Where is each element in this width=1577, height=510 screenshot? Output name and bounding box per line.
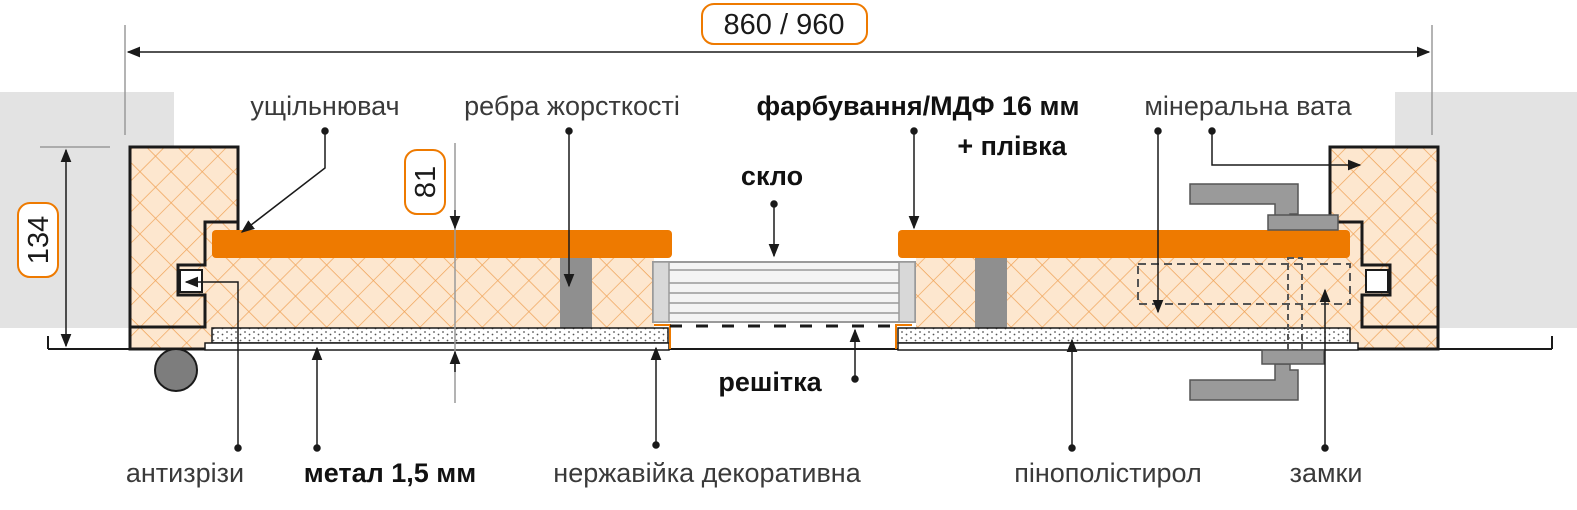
frame-depth-badge	[17, 202, 59, 278]
frame-depth-value: 134	[23, 216, 55, 264]
door-leaf-right	[895, 230, 1359, 351]
label-finish-line2: + плівка	[957, 131, 1067, 161]
label-grille: решітка	[718, 367, 822, 397]
hinge-icon	[154, 348, 198, 392]
label-finish-line1: фарбування/МДФ 16 мм	[757, 91, 1080, 121]
label-foam: пінополістирол	[1014, 458, 1201, 488]
label-mineral-wool: мінеральна вата	[1144, 91, 1352, 121]
label-glass: скло	[741, 161, 803, 191]
label-seal: ущільнювач	[250, 91, 399, 121]
label-ribs: ребра жорсткості	[464, 91, 680, 121]
label-metal: метал 1,5 мм	[304, 458, 477, 488]
door-leaf-left	[204, 230, 672, 351]
label-locks: замки	[1290, 458, 1363, 488]
frame-depth-dimension: 134	[17, 146, 110, 348]
leaf-depth-badge	[404, 149, 446, 215]
leaf-depth-value: 81	[410, 166, 442, 198]
glass-unit	[652, 261, 916, 328]
label-anti-cut: антизрізи	[126, 458, 244, 488]
width-dimension: 860 / 960	[124, 3, 1433, 135]
leaf-depth-dimension: 81	[404, 143, 461, 403]
label-steel-decor: нержавійка декоративна	[553, 458, 861, 488]
width-value: 860 / 960	[724, 9, 845, 41]
leader-lines	[184, 127, 1362, 452]
width-badge	[701, 3, 868, 45]
lock-mechanism	[1137, 183, 1351, 401]
